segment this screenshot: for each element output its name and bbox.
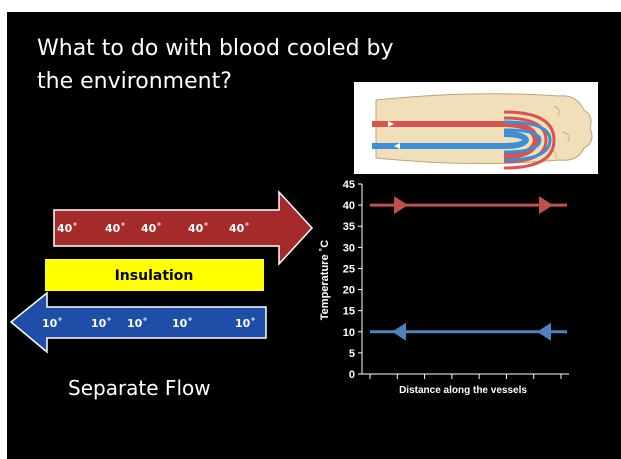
insulation-label: Insulation xyxy=(115,268,194,284)
temperature-chart: 0 5 10 15 20 25 30 35 40 45 Temperature ˚C Distan… xyxy=(319,179,569,396)
paw-vessels-image xyxy=(354,82,598,174)
y-tick-label: 25 xyxy=(343,263,355,275)
series-arrow-marker xyxy=(539,196,553,215)
cold-label-2: 10˚ xyxy=(91,317,112,330)
series-arrow-marker xyxy=(537,322,551,341)
y-axis-label: Temperature ˚C xyxy=(319,240,331,321)
cold-label-4: 10˚ xyxy=(172,317,193,330)
y-tick-label: 0 xyxy=(349,369,355,381)
y-tick-label: 40 xyxy=(343,200,355,212)
y-tick-label: 10 xyxy=(343,327,355,339)
flow-diagram: 40˚ 40˚ 40˚ 40˚ 40˚ Insulation 10˚ 10˚ 1… xyxy=(9,179,569,396)
warm-label-4: 40˚ xyxy=(188,222,209,235)
x-axis-label: Distance along the vessels xyxy=(399,385,527,396)
y-tick-label: 15 xyxy=(343,306,355,318)
warm-label-5: 40˚ xyxy=(229,222,250,235)
separate-flow-label: Separate Flow xyxy=(68,376,211,400)
cold-label-1: 10˚ xyxy=(42,317,63,330)
warm-label-1: 40˚ xyxy=(57,222,78,235)
cold-arrow xyxy=(9,291,267,354)
series-arrow-marker xyxy=(394,196,408,215)
slide-title: What to do with blood cooled by the envi… xyxy=(37,36,394,94)
warm-label-3: 40˚ xyxy=(141,222,162,235)
series-arrow-marker xyxy=(392,322,406,341)
y-tick-label: 30 xyxy=(343,242,355,254)
insulation-bar xyxy=(45,259,264,291)
cold-label-3: 10˚ xyxy=(127,317,148,330)
y-tick-label: 45 xyxy=(343,179,355,191)
slide: What to do with blood cooled by the envi… xyxy=(7,12,621,459)
y-tick-label: 5 xyxy=(349,348,355,360)
cold-label-5: 10˚ xyxy=(235,317,256,330)
paw-vessels-icon xyxy=(372,93,593,170)
y-tick-label: 35 xyxy=(343,221,355,233)
warm-label-2: 40˚ xyxy=(105,222,126,235)
warm-arrow xyxy=(53,190,314,266)
y-tick-label: 20 xyxy=(343,285,355,297)
